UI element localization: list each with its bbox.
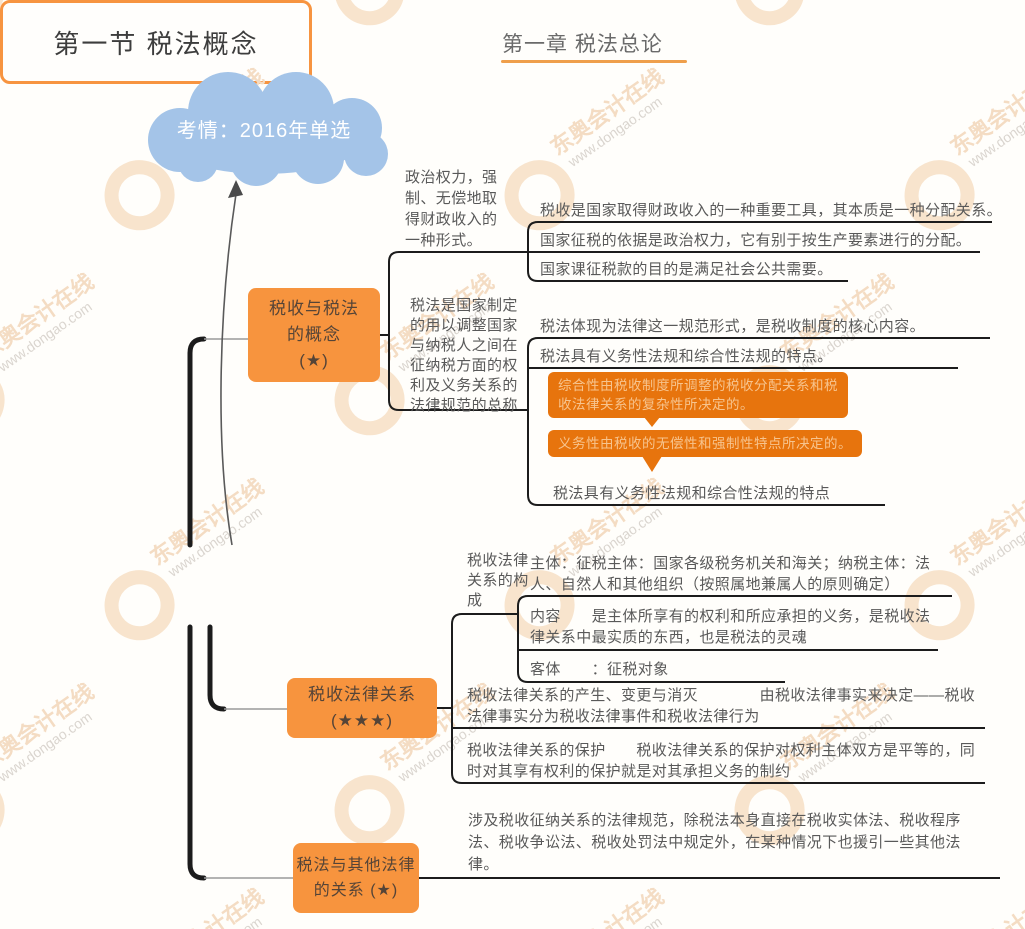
topic-composition-label: 税收法律关系的构成: [467, 552, 529, 609]
topic-composition-content: 内容 是主体所享有的权利和所应承担的义务，是税收法律关系中最实质的东西，也是税法…: [530, 608, 931, 646]
branch-label-line: 的概念: [287, 325, 341, 344]
branch-node-other-laws[interactable]: 税法与其他法律 的关系 (★): [293, 843, 419, 913]
page-title: 第一章 税法总论: [502, 33, 663, 56]
exam-note-label: 考情：2016年单选: [176, 120, 352, 142]
concept-subtree-lines: [380, 221, 992, 506]
branch-label-line: 税收法律关系: [308, 685, 416, 704]
branch-label-line: (★★★): [330, 711, 394, 730]
branch-label-line: 税收与税法: [269, 299, 359, 318]
cloud-shape: [148, 72, 388, 186]
topic-taxlaw-definition: 税法是国家制定的用以调整国家与纳税人之间在征纳税方面的权利及义务关系的法律规范的…: [410, 297, 518, 414]
branch-node-tax-and-law-concept[interactable]: 税收与税法 的概念 (★): [248, 288, 380, 382]
branch-node-legal-relation[interactable]: 税收法律关系 (★★★): [287, 678, 437, 738]
callout-obligation: 义务性由税收的无偿性和强制性特点所决定的。: [548, 430, 862, 472]
page-title-underline: [501, 60, 687, 63]
topic-relation-protection: 税收法律关系的保护 税收法律关系的保护对权利主体双方是平等的，同时对其享有权利的…: [467, 742, 976, 780]
topic-tax-definition: 政治权力，强制、无偿地取得财政收入的一种形式。: [405, 169, 498, 249]
topic-composition-object: 客体 ：征税对象: [530, 661, 669, 678]
topic-relation-change: 税收法律关系的产生、变更与消灭 由税收法律事实来决定——税收法律事实分为税收法律…: [467, 687, 976, 725]
root-topic-node[interactable]: 第一节 税法概念: [0, 0, 312, 84]
exam-note-cloud[interactable]: 考情：2016年单选: [128, 70, 400, 188]
cloud-arrow: [220, 180, 243, 546]
topic-other-laws-note: 涉及税收征纳关系的法律规范，除税法本身直接在税收实体法、税收程序法、税收争讼法、…: [468, 812, 961, 873]
branch-label-line: (★): [299, 351, 329, 370]
topic-tax-point-1: 税收是国家取得财政收入的一种重要工具，其本质是一种分配关系。: [540, 202, 1003, 219]
callout-comprehensiveness: 综合性由税收制度所调整的税收分配关系和税收法律关系的复杂性所决定的。: [548, 372, 848, 427]
branch-label-line: 的关系 (★): [313, 882, 399, 899]
branch-stub-lines: [204, 338, 295, 879]
topic-taxlaw-point-1: 税法体现为法律这一规范形式，是税收制度的核心内容。: [540, 318, 926, 335]
legal-subtree-lines: [437, 595, 985, 784]
main-branch-lines: [187, 336, 227, 881]
topic-composition-subject: 主体：征税主体：国家各级税务机关和海关；纳税主体：法人、自然人和其他组织（按照属…: [530, 555, 931, 593]
root-topic-label: 第一节 税法概念: [53, 28, 259, 59]
branch-label-line: 税法与其他法律: [296, 857, 416, 874]
topic-taxlaw-point-2: 税法具有义务性法规和综合性法规的特点。: [540, 348, 833, 365]
topic-tax-point-3: 国家课征税款的目的是满足社会公共需要。: [540, 261, 833, 278]
topic-tax-point-2: 国家征税的依据是政治权力，它有别于按生产要素进行的分配。: [540, 232, 972, 249]
topic-taxlaw-point-3: 税法具有义务性法规和综合性法规的特点: [553, 485, 831, 502]
